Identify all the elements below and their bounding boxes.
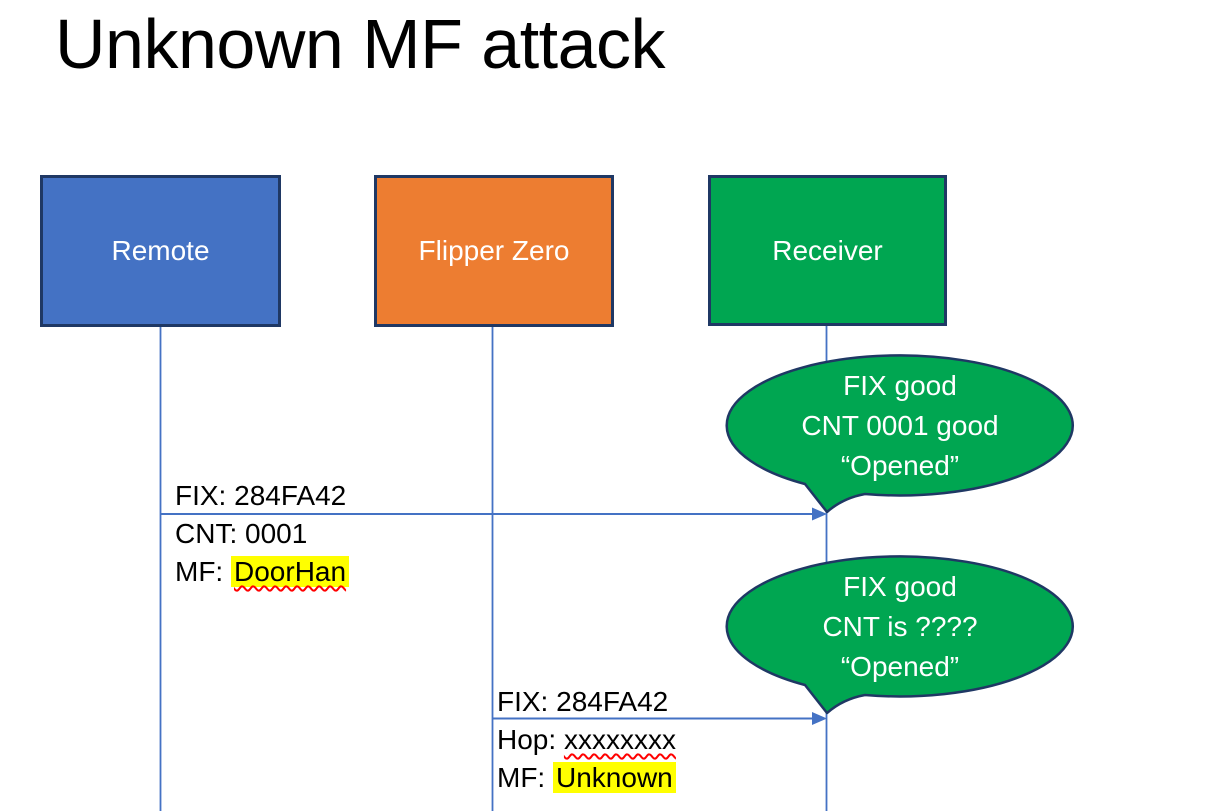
speech-bubble-2-text: FIX good CNT is ???? “Opened” xyxy=(730,567,1070,687)
bubble-1-line-2: CNT 0001 good xyxy=(801,410,999,441)
message-2-fix: FIX: 284FA42 xyxy=(497,686,669,717)
message-2-hop-value: xxxxxxxx xyxy=(563,724,676,755)
arrow-remote-to-receiver-head xyxy=(812,507,827,521)
bubble-2-line-2: CNT is ???? xyxy=(822,611,978,642)
actor-box-flipper-zero: Flipper Zero xyxy=(374,175,614,327)
bubble-2-line-1: FIX good xyxy=(843,571,957,602)
bubble-1-line-1: FIX good xyxy=(843,370,957,401)
bubble-2-line-3: “Opened” xyxy=(840,651,960,682)
actor-label-remote: Remote xyxy=(111,235,210,266)
message-2-labels: FIX: 284FA42 Hop: xxxxxxxx MF: Unknown xyxy=(497,683,676,797)
message-1-mf-prefix: MF: xyxy=(175,556,231,587)
actor-box-receiver: Receiver xyxy=(708,175,947,326)
bubble-1-line-3: “Opened” xyxy=(840,450,960,481)
message-2-mf-prefix: MF: xyxy=(497,762,553,793)
message-1-mf: MF: DoorHan xyxy=(175,553,350,591)
message-2-mf: MF: Unknown xyxy=(497,759,676,797)
message-2-hop: Hop: xxxxxxxx xyxy=(497,721,676,759)
speech-bubble-2 xyxy=(725,555,1074,715)
message-1-labels: FIX: 284FA42 CNT: 0001 MF: DoorHan xyxy=(175,477,350,591)
speech-bubble-1 xyxy=(725,354,1074,514)
arrow-flipper-to-receiver-head xyxy=(812,712,827,725)
message-2-hop-prefix: Hop: xyxy=(497,724,564,755)
speech-bubble-1-text: FIX good CNT 0001 good “Opened” xyxy=(730,366,1070,486)
message-2-mf-value-highlighted: Unknown xyxy=(553,762,676,793)
slide-title: Unknown MF attack xyxy=(55,5,666,83)
message-1-fix: FIX: 284FA42 xyxy=(175,480,347,511)
actor-label-flipper-zero: Flipper Zero xyxy=(418,235,570,266)
message-1-mf-value-highlighted: DoorHan xyxy=(231,556,350,587)
actor-box-remote: Remote xyxy=(40,175,281,327)
message-1-cnt: CNT: 0001 xyxy=(175,518,308,549)
actor-label-receiver: Receiver xyxy=(772,234,883,266)
